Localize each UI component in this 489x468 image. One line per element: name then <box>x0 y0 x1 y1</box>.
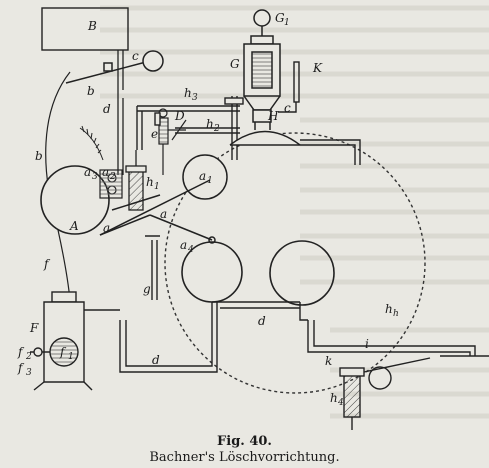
label-k: k <box>325 354 332 368</box>
levers-a <box>99 179 216 244</box>
label-A: A <box>69 219 79 233</box>
label-G: G <box>230 57 240 71</box>
label-h2-sub: 2 <box>213 124 220 134</box>
label-f-left: f <box>43 257 51 271</box>
label-h3-sub: 3 <box>192 93 198 103</box>
label-d-low: d <box>152 353 160 367</box>
label-h1-sub: 1 <box>154 182 160 192</box>
rod-f-left <box>57 229 71 301</box>
float-chamber-h4 <box>339 357 431 430</box>
wheel-A-mount <box>99 169 123 199</box>
pipe-d-loop <box>119 301 308 373</box>
label-f2: f <box>17 345 25 359</box>
label-a2: a <box>102 165 109 179</box>
label-a4-sub: 4 <box>187 245 194 255</box>
label-G1: G <box>275 11 285 25</box>
label-b-left: b <box>35 149 43 163</box>
label-h4-sub: 4 <box>337 398 344 408</box>
label-b-top: b <box>87 84 95 98</box>
label-K: K <box>312 61 323 75</box>
label-d-top: d <box>103 102 111 116</box>
dome-H <box>229 122 301 146</box>
label-h3: h <box>184 86 192 100</box>
label-g: g <box>143 282 151 296</box>
label-a4: a <box>180 238 187 252</box>
scale-gauge <box>79 125 104 161</box>
pipes-h2-h3 <box>136 96 244 160</box>
label-c-top: c <box>132 49 139 63</box>
label-h4: h <box>330 391 338 405</box>
label-G1-sub: 1 <box>284 18 290 28</box>
label-f1-sub: 1 <box>68 352 74 362</box>
figure-caption: Bachner's Löschvorrichtung. <box>149 450 340 465</box>
label-D: D <box>174 109 185 123</box>
label-f3: f <box>17 361 25 375</box>
label-a1: a <box>199 169 206 183</box>
figure-number: Fig. 40. <box>217 434 272 449</box>
label-a3: a <box>84 165 91 179</box>
float-chamber-h1 <box>125 150 147 211</box>
label-a-mid: a <box>160 207 167 221</box>
label-F: F <box>29 321 39 335</box>
pipe-right <box>300 139 361 165</box>
label-a-left: a <box>103 221 110 235</box>
label-c-mid: c <box>284 101 291 115</box>
dotted-boiler-circle <box>164 132 426 394</box>
inner-circle-right <box>269 240 335 306</box>
label-f2-sub: 2 <box>25 352 32 362</box>
label-h2: h <box>206 117 214 131</box>
label-i: i <box>365 337 369 351</box>
label-a1-sub: 1 <box>207 176 213 186</box>
vessel-G <box>243 9 281 123</box>
container-B <box>41 7 129 51</box>
label-e: e <box>151 127 158 141</box>
vessel-F <box>30 291 120 391</box>
label-B: B <box>87 19 97 33</box>
label-a3-sub: 3 <box>92 172 98 182</box>
pipe-g <box>151 240 158 300</box>
pipe-to-h4 <box>307 320 489 357</box>
tube-K <box>278 61 300 113</box>
diagram-labels: B c b b d G 1 G K c H h 3 h 2 D e h 1 a … <box>17 11 399 408</box>
label-f3-sub: 3 <box>26 368 32 378</box>
label-h-sub: h <box>393 309 399 319</box>
pipe-b <box>117 50 124 175</box>
label-f1: f <box>59 345 67 359</box>
label-a2-sub: 2 <box>109 172 116 182</box>
lever-c-top <box>65 50 164 84</box>
label-h1: h <box>146 175 154 189</box>
label-d-mid: d <box>258 314 266 328</box>
wheel-A <box>40 165 110 235</box>
label-H: H <box>267 109 279 123</box>
label-h: h <box>385 302 393 316</box>
